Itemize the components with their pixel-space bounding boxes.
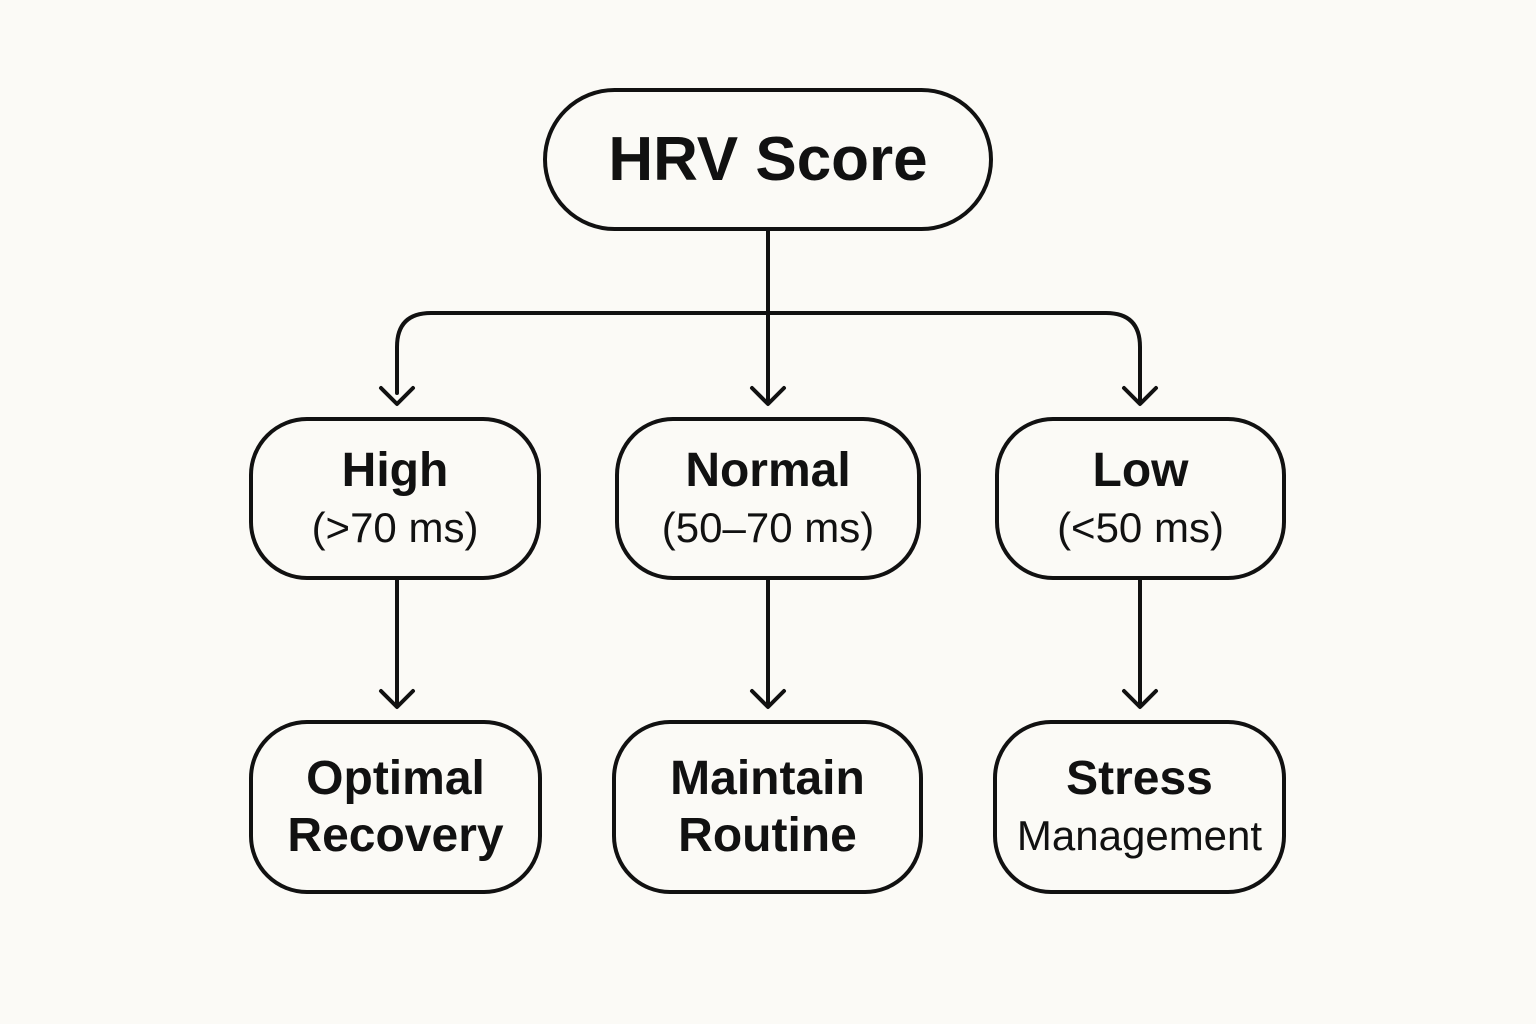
arrowhead-high [379, 386, 415, 406]
arrowhead-low-outcome [1122, 689, 1158, 709]
outcome-line-2: Routine [678, 809, 857, 862]
outcome-line-1: Optimal [306, 752, 485, 805]
category-name: Normal [685, 443, 851, 497]
arrowhead-low [1122, 386, 1158, 406]
category-node-high: High (>70 ms) [249, 417, 541, 580]
outcome-node-optimal-recovery: Optimal Recovery [249, 720, 542, 894]
outcome-line-2: Recovery [287, 809, 504, 862]
category-name: Low [1092, 443, 1189, 497]
category-range: (>70 ms) [311, 503, 479, 551]
outcome-line-1: Stress [1066, 752, 1213, 805]
outcome-line-1: Maintain [670, 752, 865, 805]
root-node-label: HRV Score [608, 125, 928, 194]
category-node-normal: Normal (50–70 ms) [615, 417, 921, 580]
arrowhead-high-outcome [379, 689, 415, 709]
connector-branch-bus [395, 311, 1142, 402]
category-range: (50–70 ms) [661, 503, 875, 551]
outcome-line-2: Management [1016, 812, 1263, 859]
root-node-hrv-score: HRV Score [543, 88, 993, 231]
outcome-node-maintain-routine: Maintain Routine [612, 720, 923, 894]
arrowhead-normal-outcome [750, 689, 786, 709]
category-range: (<50 ms) [1057, 503, 1224, 551]
category-name: High [341, 443, 449, 497]
outcome-node-stress-management: Stress Management [993, 720, 1286, 894]
arrowhead-normal [750, 386, 786, 406]
category-node-low: Low (<50 ms) [995, 417, 1286, 580]
